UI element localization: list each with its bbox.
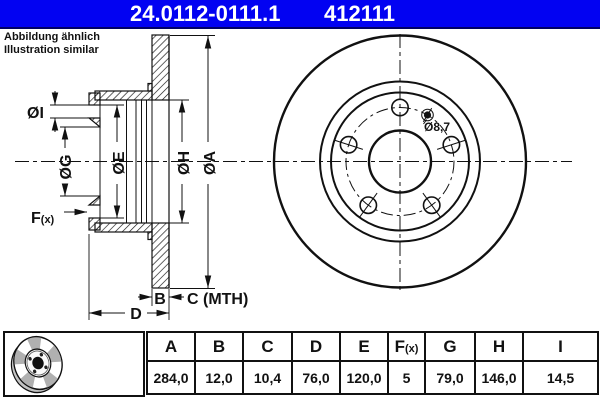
col-c-header: C (242, 331, 293, 362)
disc-outer-edge (272, 34, 528, 289)
note-line-en: Illustration similar (4, 44, 99, 56)
dim-label-i: ØI (27, 105, 44, 122)
bolt-circle (345, 107, 455, 216)
dim-label-e: ØE (111, 151, 128, 174)
dim-label-a: ØA (202, 151, 219, 175)
hub-flange-top (88, 92, 101, 106)
similarity-note: Abbildung ähnlich Illustration similar (4, 31, 100, 57)
dim-label-f: F(x) (31, 210, 55, 227)
cross-section-view: ØI ØG ØE ØH ØA F(x) B C (MTH) D (27, 34, 248, 323)
col-g-value: 79,0 (424, 360, 476, 395)
friction-band-inner-edge (319, 80, 481, 243)
title-bar: 24.0112-0111.1 412111 (0, 0, 600, 29)
friction-ring-bottom (151, 222, 170, 289)
col-a-header: A (146, 331, 196, 362)
part-number: 24.0112-0111.1 (130, 1, 281, 26)
col-d-header: D (291, 331, 341, 362)
col-h-value: 146,0 (474, 360, 524, 395)
col-b-value: 12,0 (194, 360, 244, 395)
set-screw-hole (421, 107, 434, 125)
dim-label-d: D (130, 306, 142, 323)
hat-barrel-top (94, 90, 153, 101)
dimension-table: A B C D E F(x) G H I 284,0 12,0 10,4 76,… (146, 331, 599, 395)
hat-barrel-bottom (94, 222, 153, 233)
dim-label-c-mth: C (MTH) (187, 291, 248, 308)
col-i-header: I (522, 331, 599, 362)
center-bore (367, 129, 433, 194)
col-e-value: 120,0 (339, 360, 389, 395)
dim-label-h: ØH (176, 151, 193, 175)
bolt-holes (339, 98, 461, 215)
hub-flange-bottom (88, 217, 101, 231)
col-g-header: G (424, 331, 476, 362)
table-header-row: A B C D E F(x) G H I (146, 331, 599, 362)
col-f-header: F(x) (387, 331, 426, 362)
col-d-value: 76,0 (291, 360, 341, 395)
brake-disc-icon (10, 336, 63, 394)
front-view: Ø8,7 (272, 34, 528, 289)
set-screw-hole-label: Ø8,7 (424, 120, 450, 134)
technical-drawing: ØI ØG ØE ØH ØA F(x) B C (MTH) D (15, 34, 572, 323)
col-b-header: B (194, 331, 244, 362)
col-e-header: E (339, 331, 389, 362)
dim-label-g: ØG (58, 155, 75, 180)
hub-flange-edge (330, 91, 470, 232)
note-line-de: Abbildung ähnlich (4, 31, 100, 43)
col-i-value: 14,5 (522, 360, 599, 395)
col-a-value: 284,0 (146, 360, 196, 395)
col-f-value: 5 (387, 360, 426, 395)
product-icon-box (3, 331, 145, 397)
col-c-value: 10,4 (242, 360, 293, 395)
dim-label-b: B (154, 291, 166, 308)
reference-number: 412111 (324, 1, 395, 26)
col-h-header: H (474, 331, 524, 362)
friction-ring-top (151, 34, 170, 101)
table-value-row: 284,0 12,0 10,4 76,0 120,0 5 79,0 146,0 … (146, 360, 599, 395)
centerlines (15, 34, 572, 292)
